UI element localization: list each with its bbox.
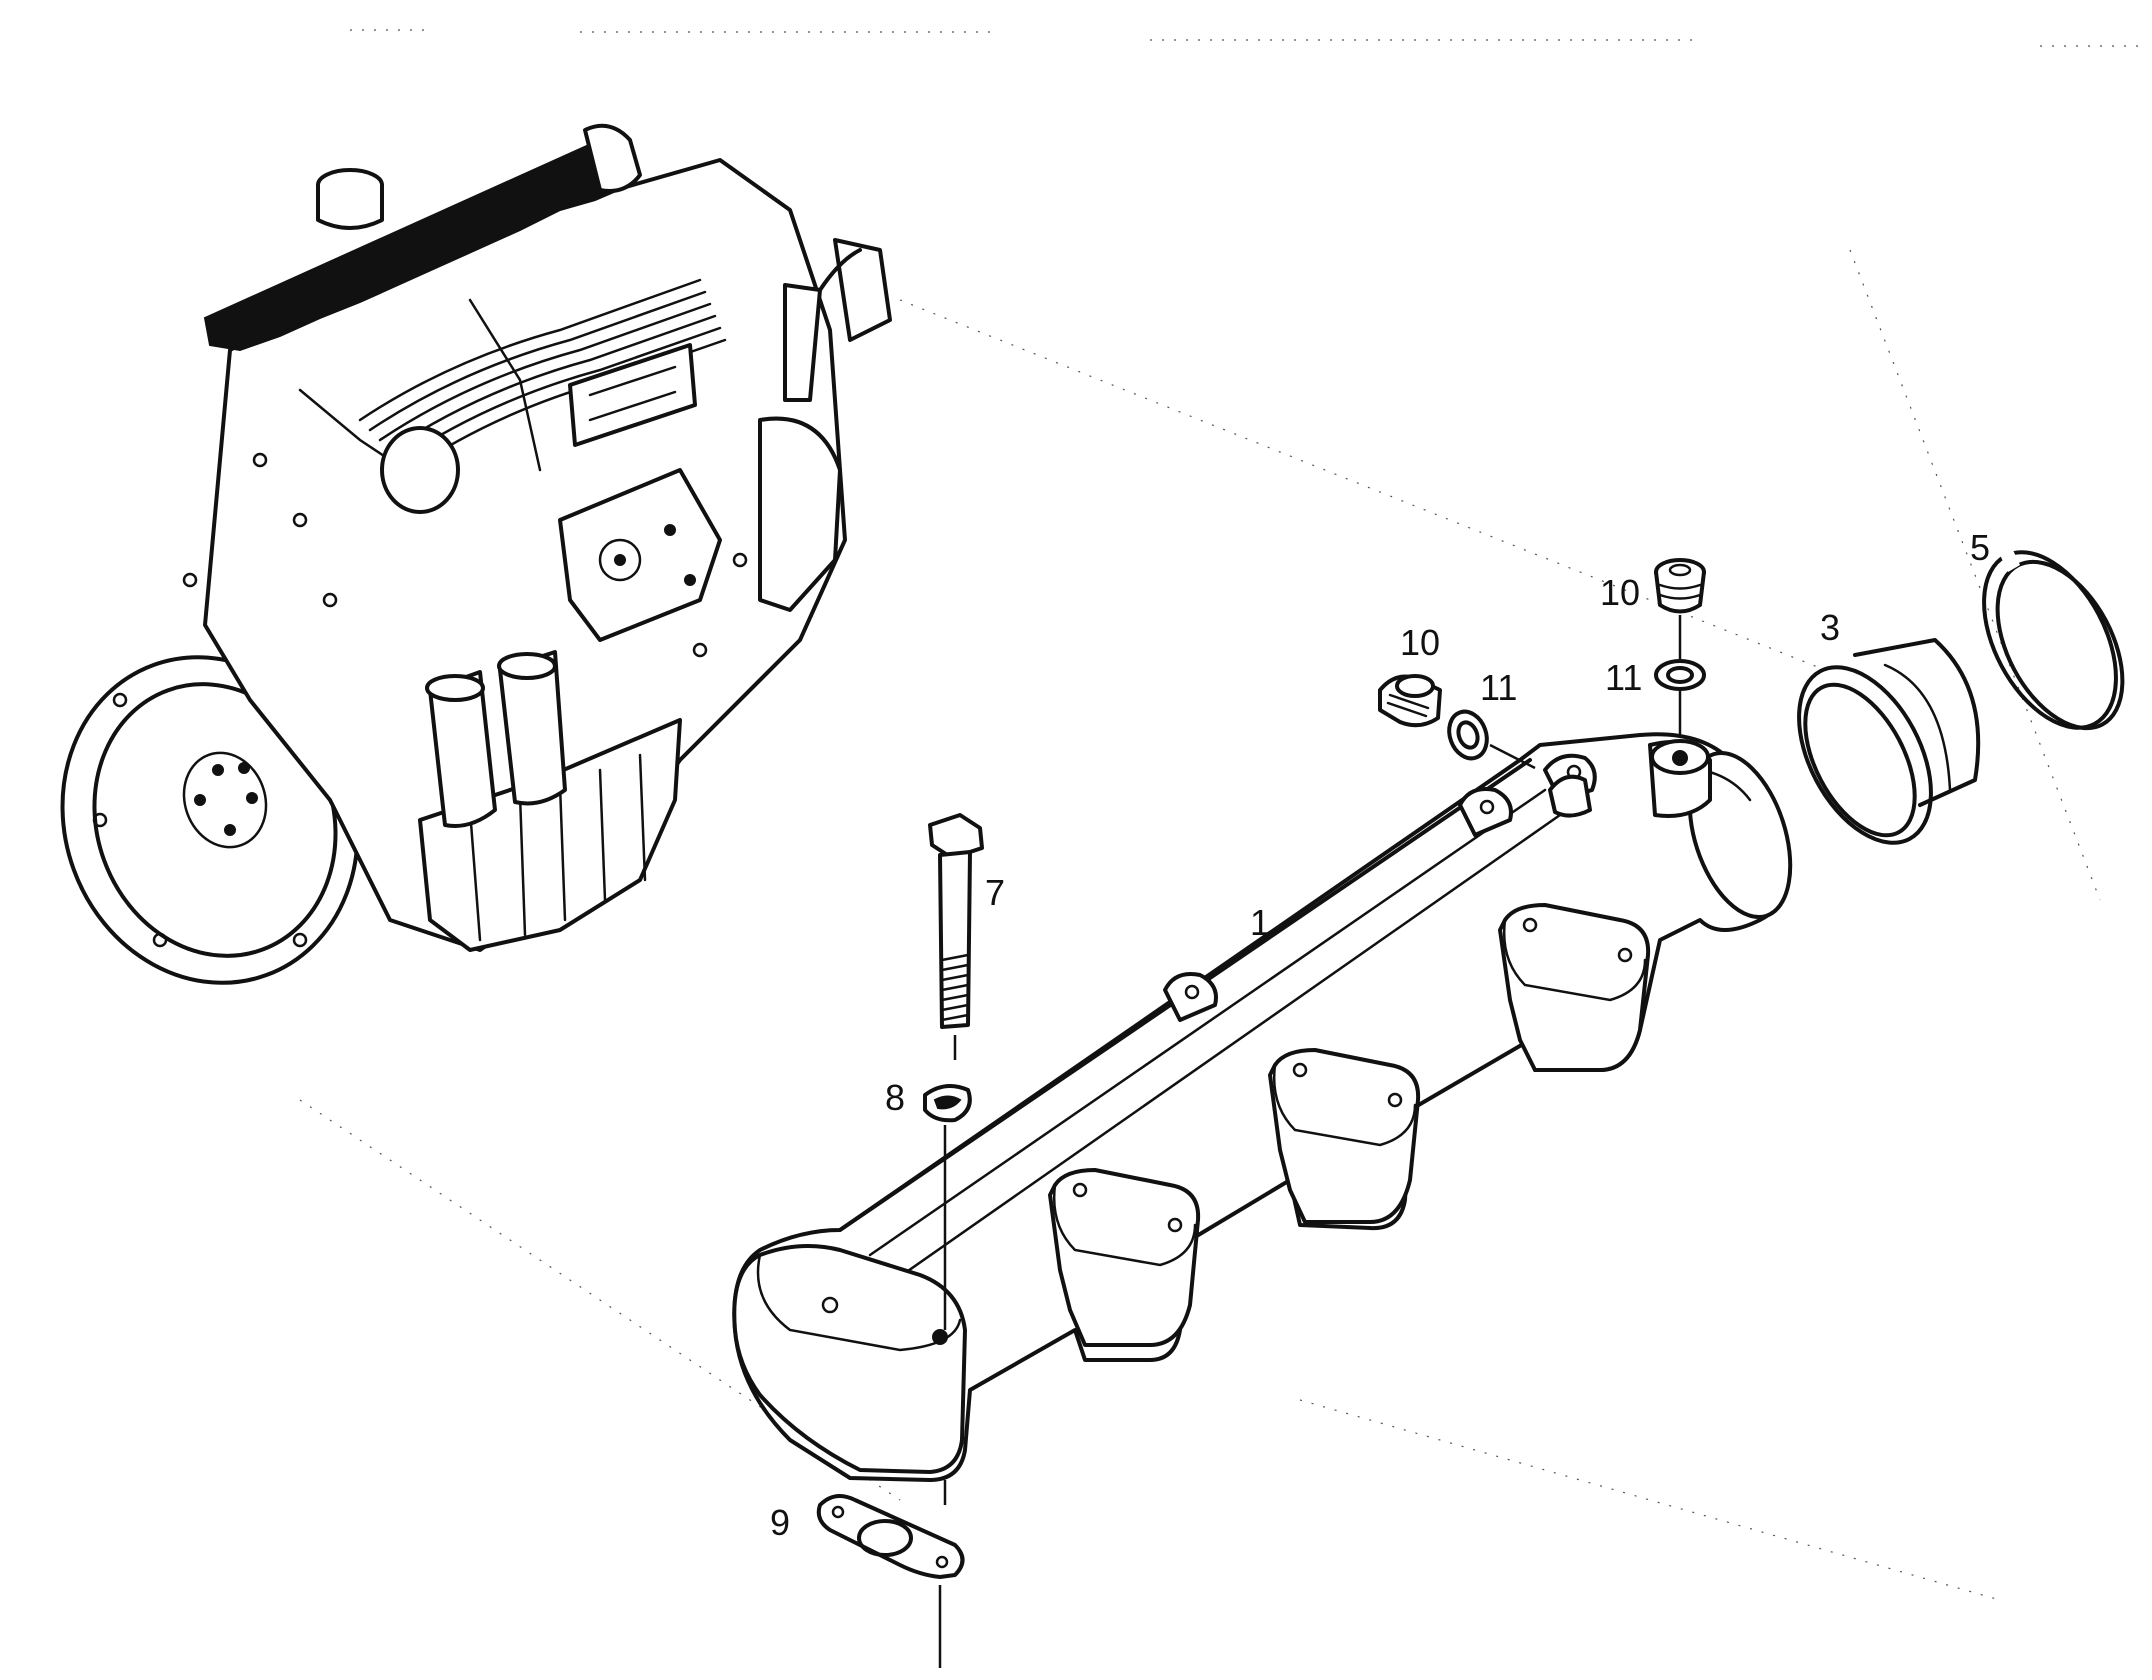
oil-filler-cap bbox=[316, 168, 384, 230]
callout-3: 3 bbox=[1820, 607, 1840, 648]
leader-lines bbox=[938, 615, 1682, 1668]
thermostat-housing bbox=[380, 426, 460, 514]
callout-10-side: 10 bbox=[1400, 622, 1440, 663]
callout-10-top: 10 bbox=[1600, 572, 1640, 613]
callout-11-top: 11 bbox=[1605, 657, 1642, 698]
scan-artifacts bbox=[299, 29, 2140, 1601]
rocker-cover-bolts bbox=[244, 194, 556, 336]
oil-filters bbox=[425, 650, 567, 828]
exhaust-manifold bbox=[732, 732, 1793, 1482]
callout-7: 7 bbox=[985, 872, 1005, 913]
oil-sump bbox=[418, 718, 682, 952]
callout-8: 8 bbox=[885, 1077, 905, 1118]
part-8-washer bbox=[923, 1084, 972, 1123]
part-11-ring-top bbox=[1654, 659, 1706, 691]
part-5-snap-ring bbox=[1982, 548, 2125, 731]
part-9-gasket bbox=[816, 1494, 965, 1579]
block-bolts bbox=[182, 452, 748, 658]
injection-pump bbox=[558, 468, 722, 642]
manifold-mount-lugs bbox=[1163, 753, 1597, 1022]
nameplate bbox=[568, 343, 697, 447]
manifold-ports bbox=[732, 903, 1651, 1474]
callout-1: 1 bbox=[1250, 902, 1270, 943]
part-10-plug-top bbox=[1654, 558, 1706, 614]
part-11-ring-side bbox=[1447, 709, 1489, 761]
callout-5: 5 bbox=[1970, 527, 1990, 568]
engine-overview-illustration bbox=[60, 123, 892, 985]
part-10-plug-side bbox=[1378, 674, 1442, 728]
callout-9: 9 bbox=[770, 1502, 790, 1543]
exhaust-elbow bbox=[783, 238, 892, 402]
part-3-sleeve bbox=[1797, 638, 1981, 845]
callout-11-side: 11 bbox=[1480, 667, 1517, 708]
callout-labels: 1 3 5 7 8 9 10 10 11 11 bbox=[770, 527, 1990, 1543]
part-7-bolt bbox=[928, 813, 984, 1029]
